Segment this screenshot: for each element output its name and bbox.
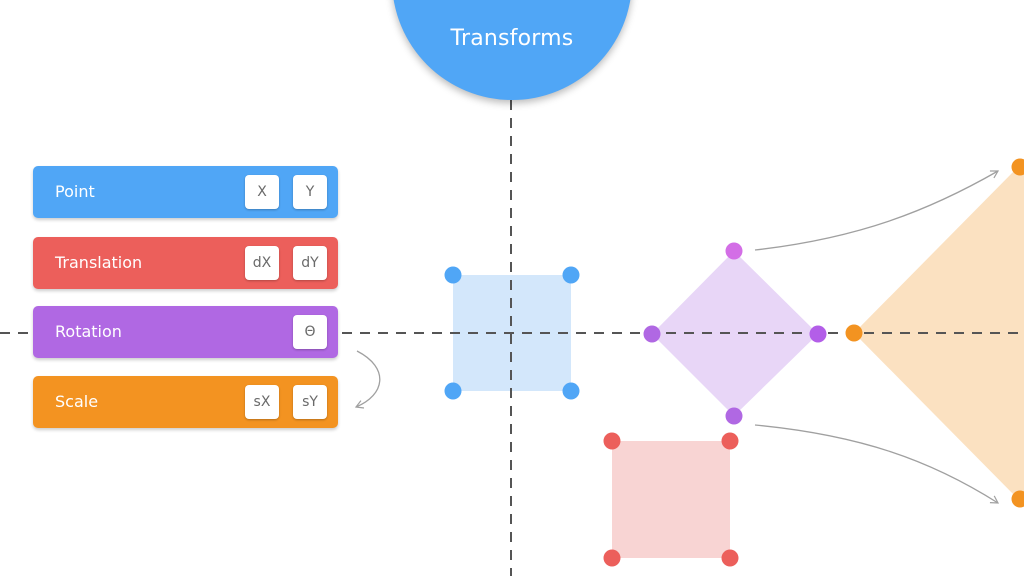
- vertex[interactable]: [603, 432, 621, 450]
- diagram-title: Transforms: [450, 26, 574, 51]
- panel-label: Scale: [55, 392, 99, 411]
- param-dy-field[interactable]: dY: [293, 246, 327, 280]
- panel-translation: Translation dX dY: [33, 237, 338, 289]
- translated-square-shape: [612, 441, 730, 558]
- rotated-diamond-shape: [652, 251, 818, 416]
- vertex[interactable]: [1011, 490, 1024, 508]
- point-square-vertices: [444, 266, 580, 400]
- vertex[interactable]: [809, 325, 827, 343]
- scale-arrow-lower: [754, 424, 1000, 504]
- vertex[interactable]: [725, 242, 743, 260]
- panel-rotation: Rotation Θ: [33, 306, 338, 358]
- rotation-to-scale-arrow: [354, 350, 381, 409]
- panel-label: Point: [55, 182, 95, 201]
- vertex[interactable]: [725, 407, 743, 425]
- param-theta-field[interactable]: Θ: [293, 315, 327, 349]
- vertex[interactable]: [721, 432, 739, 450]
- vertex[interactable]: [444, 382, 462, 400]
- param-sx-field[interactable]: sX: [245, 385, 279, 419]
- rotated-diamond-vertices: [643, 242, 827, 425]
- vertex[interactable]: [603, 549, 621, 567]
- scale-arrow-upper: [754, 170, 1000, 251]
- param-x-field[interactable]: X: [245, 175, 279, 209]
- vertex[interactable]: [845, 324, 863, 342]
- param-sy-field[interactable]: sY: [293, 385, 327, 419]
- panel-label: Translation: [55, 253, 143, 272]
- vertex[interactable]: [562, 266, 580, 284]
- vertex[interactable]: [562, 382, 580, 400]
- param-dx-field[interactable]: dX: [245, 246, 279, 280]
- panel-scale: Scale sX sY: [33, 376, 338, 428]
- vertex[interactable]: [1011, 158, 1024, 176]
- panel-point: Point X Y: [33, 166, 338, 218]
- param-y-field[interactable]: Y: [293, 175, 327, 209]
- panel-label: Rotation: [55, 322, 122, 341]
- vertex[interactable]: [721, 549, 739, 567]
- vertex[interactable]: [643, 325, 661, 343]
- translated-square-vertices: [603, 432, 739, 567]
- vertex[interactable]: [444, 266, 462, 284]
- scaled-diamond-vertices: [845, 158, 1024, 508]
